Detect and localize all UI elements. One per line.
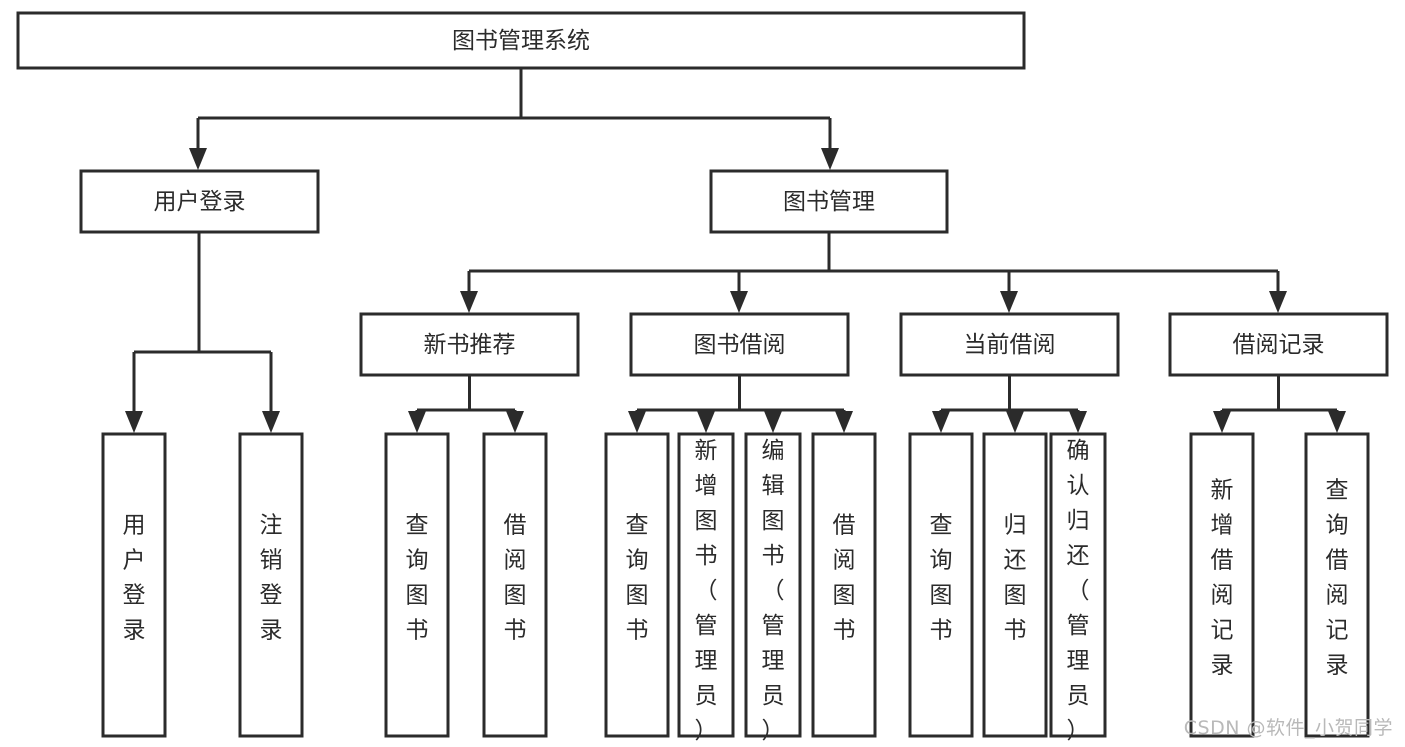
node-leaf-query-book-current[interactable]: 查询图书 bbox=[908, 432, 974, 738]
node-box[interactable] bbox=[79, 169, 320, 234]
node-label: 归还图书 bbox=[1004, 513, 1027, 644]
node-label: 用户登录 bbox=[154, 189, 246, 215]
node-leaf-edit-book-admin[interactable]: 编辑图书（管理员） bbox=[744, 432, 802, 744]
node-leaf-query-book-borrow[interactable]: 查询图书 bbox=[604, 432, 670, 738]
node-box[interactable] bbox=[482, 432, 548, 738]
node-label: 新增借阅记录 bbox=[1211, 478, 1234, 679]
arrow-head-icon bbox=[628, 411, 646, 433]
node-label: 确认归还（管理员） bbox=[1067, 438, 1090, 744]
node-box[interactable] bbox=[908, 432, 974, 738]
arrow-head-icon bbox=[932, 411, 950, 433]
arrow-head-icon bbox=[1069, 411, 1087, 433]
node-leaf-add-borrow-record[interactable]: 新增借阅记录 bbox=[1189, 432, 1255, 738]
node-box[interactable] bbox=[16, 11, 1026, 70]
node-label: 图书借阅 bbox=[694, 332, 786, 358]
node-label: 用户登录 bbox=[123, 513, 146, 644]
arrow-head-icon bbox=[460, 291, 478, 313]
arrow-head-icon bbox=[1006, 411, 1024, 433]
arrow-head-icon bbox=[821, 148, 839, 170]
arrow-head-icon bbox=[408, 411, 426, 433]
node-label: 当前借阅 bbox=[964, 332, 1056, 358]
node-box[interactable] bbox=[629, 312, 850, 377]
arrow-head-icon bbox=[1328, 411, 1346, 433]
node-leaf-user-logout[interactable]: 注销登录 bbox=[238, 432, 304, 738]
node-book-manage[interactable]: 图书管理 bbox=[709, 169, 949, 234]
arrow-head-icon bbox=[730, 291, 748, 313]
node-box[interactable] bbox=[1168, 312, 1389, 377]
node-label: 查询图书 bbox=[406, 513, 429, 644]
node-leaf-query-borrow-record[interactable]: 查询借阅记录 bbox=[1304, 432, 1370, 738]
node-current-borrow[interactable]: 当前借阅 bbox=[899, 312, 1120, 377]
node-label: 借阅图书 bbox=[504, 513, 527, 644]
node-box[interactable] bbox=[1049, 432, 1107, 738]
node-label: 注销登录 bbox=[260, 513, 283, 644]
arrow-head-icon bbox=[835, 411, 853, 433]
node-box[interactable] bbox=[101, 432, 167, 738]
node-label: 借阅记录 bbox=[1233, 332, 1325, 358]
node-book-borrow[interactable]: 图书借阅 bbox=[629, 312, 850, 377]
node-root[interactable]: 图书管理系统 bbox=[16, 11, 1026, 70]
node-label: 查询借阅记录 bbox=[1326, 478, 1349, 679]
node-label: 新增图书（管理员） bbox=[695, 438, 718, 744]
connectors-layer bbox=[125, 68, 1346, 433]
node-new-book-recommend[interactable]: 新书推荐 bbox=[359, 312, 580, 377]
arrow-head-icon bbox=[189, 148, 207, 170]
node-leaf-add-book-admin[interactable]: 新增图书（管理员） bbox=[677, 432, 735, 744]
nodes-layer: 图书管理系统用户登录图书管理新书推荐图书借阅当前借阅借阅记录用户登录注销登录查询… bbox=[16, 11, 1389, 744]
node-label: 查询图书 bbox=[930, 513, 953, 644]
node-box[interactable] bbox=[744, 432, 802, 738]
node-leaf-query-book-rec[interactable]: 查询图书 bbox=[384, 432, 450, 738]
arrow-head-icon bbox=[1269, 291, 1287, 313]
node-label: 新书推荐 bbox=[424, 332, 516, 358]
node-label: 图书管理系统 bbox=[452, 28, 590, 54]
node-box[interactable] bbox=[677, 432, 735, 738]
node-box[interactable] bbox=[359, 312, 580, 377]
node-leaf-borrow-book-rec[interactable]: 借阅图书 bbox=[482, 432, 548, 738]
node-box[interactable] bbox=[604, 432, 670, 738]
arrow-head-icon bbox=[1213, 411, 1231, 433]
node-box[interactable] bbox=[899, 312, 1120, 377]
node-user-login[interactable]: 用户登录 bbox=[79, 169, 320, 234]
node-box[interactable] bbox=[238, 432, 304, 738]
node-box[interactable] bbox=[1189, 432, 1255, 738]
arrow-head-icon bbox=[125, 411, 143, 433]
node-box[interactable] bbox=[811, 432, 877, 738]
node-label: 编辑图书（管理员） bbox=[762, 438, 785, 744]
node-label: 图书管理 bbox=[783, 189, 875, 215]
arrow-head-icon bbox=[764, 411, 782, 433]
node-box[interactable] bbox=[1304, 432, 1370, 738]
node-box[interactable] bbox=[982, 432, 1048, 738]
arrow-head-icon bbox=[1000, 291, 1018, 313]
node-label: 查询图书 bbox=[626, 513, 649, 644]
node-leaf-borrow-book[interactable]: 借阅图书 bbox=[811, 432, 877, 738]
node-leaf-user-login[interactable]: 用户登录 bbox=[101, 432, 167, 738]
node-box[interactable] bbox=[384, 432, 450, 738]
arrow-head-icon bbox=[506, 411, 524, 433]
node-leaf-return-book[interactable]: 归还图书 bbox=[982, 432, 1048, 738]
node-label: 借阅图书 bbox=[833, 513, 856, 644]
node-leaf-confirm-return-admin[interactable]: 确认归还（管理员） bbox=[1049, 432, 1107, 744]
arrow-head-icon bbox=[262, 411, 280, 433]
node-borrow-record[interactable]: 借阅记录 bbox=[1168, 312, 1389, 377]
node-box[interactable] bbox=[709, 169, 949, 234]
arrow-head-icon bbox=[697, 411, 715, 433]
